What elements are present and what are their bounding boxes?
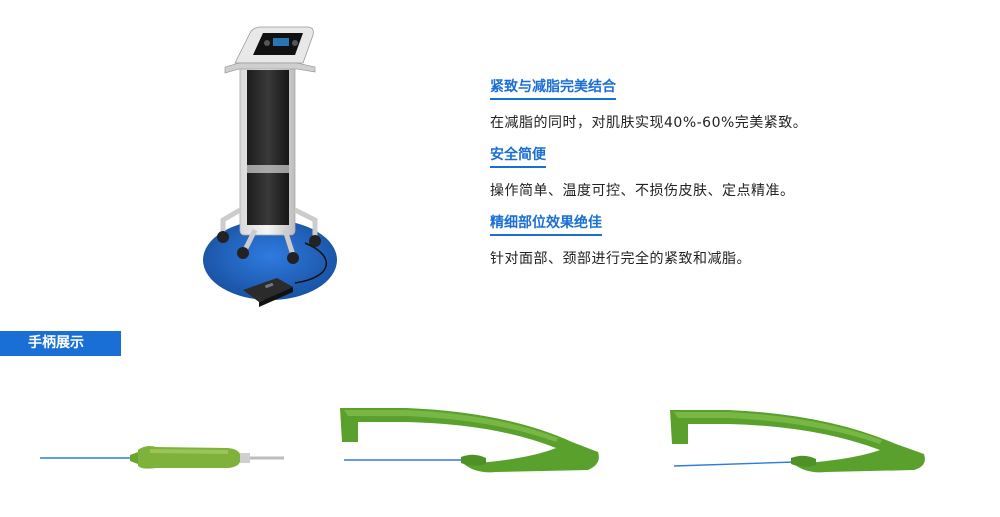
feature-item: 精细部位效果绝佳 针对面部、颈部进行完全的紧致和减脂。 — [490, 212, 970, 268]
feature-item: 安全简便 操作简单、温度可控、不损伤皮肤、定点精准。 — [490, 144, 970, 200]
handpiece-bow-image-1 — [340, 408, 599, 473]
base-disc — [203, 220, 337, 300]
feature-title: 精细部位效果绝佳 — [490, 214, 602, 236]
feature-description: 操作简单、温度可控、不损伤皮肤、定点精准。 — [490, 183, 795, 199]
feature-description: 针对面部、颈部进行完全的紧致和减脂。 — [490, 251, 751, 267]
handpiece-bow-image-2 — [670, 410, 925, 473]
handpiece-straight-image — [40, 446, 284, 469]
section-label-handpieces: 手柄展示 — [0, 331, 121, 356]
feature-item: 紧致与减脂完美结合 在减脂的同时，对肌肤实现40%-60%完美紧致。 — [490, 76, 970, 132]
feature-list: 紧致与减脂完美结合 在减脂的同时，对肌肤实现40%-60%完美紧致。 安全简便 … — [490, 76, 970, 280]
feature-description: 在减脂的同时，对肌肤实现40%-60%完美紧致。 — [490, 115, 808, 131]
device-illustration — [203, 26, 337, 307]
feature-title: 紧致与减脂完美结合 — [490, 78, 616, 100]
feature-title: 安全简便 — [490, 146, 546, 168]
